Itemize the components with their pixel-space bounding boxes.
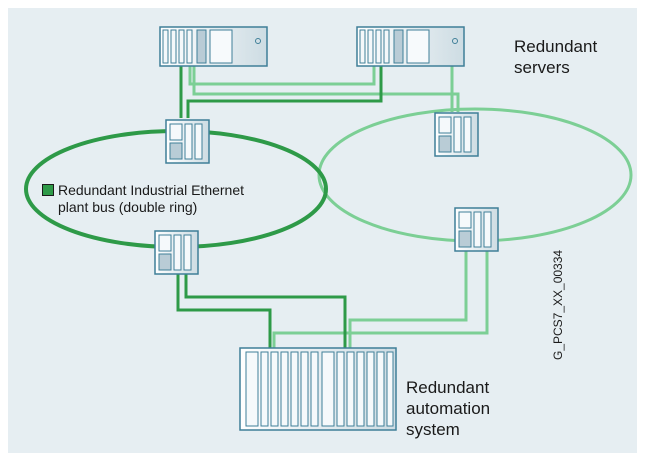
legend-line-1: Redundant Industrial Ethernet xyxy=(58,182,245,198)
automation-label: Redundant automation system xyxy=(406,377,490,440)
document-id: G_PCS7_XX_00334 xyxy=(551,249,565,360)
automation-system-rack xyxy=(239,347,397,431)
automation-label-line-1: Redundant xyxy=(406,378,490,397)
secondary-bus-links xyxy=(188,66,489,348)
servers-label: Redundant servers xyxy=(514,36,597,78)
primary-bus-links xyxy=(176,66,383,348)
switch-bottom-right xyxy=(454,207,499,252)
switch-top-left xyxy=(165,119,210,164)
legend-swatch xyxy=(42,184,54,196)
servers-label-line-2: servers xyxy=(514,58,570,77)
legend-line-2: plant bus (double ring) xyxy=(58,199,198,215)
servers-label-line-1: Redundant xyxy=(514,37,598,56)
server-right xyxy=(356,26,465,67)
automation-label-line-3: system xyxy=(406,420,460,439)
server-left xyxy=(159,26,268,67)
automation-label-line-2: automation xyxy=(406,399,491,418)
switch-top-right xyxy=(434,112,479,157)
switch-bottom-left xyxy=(154,230,199,275)
